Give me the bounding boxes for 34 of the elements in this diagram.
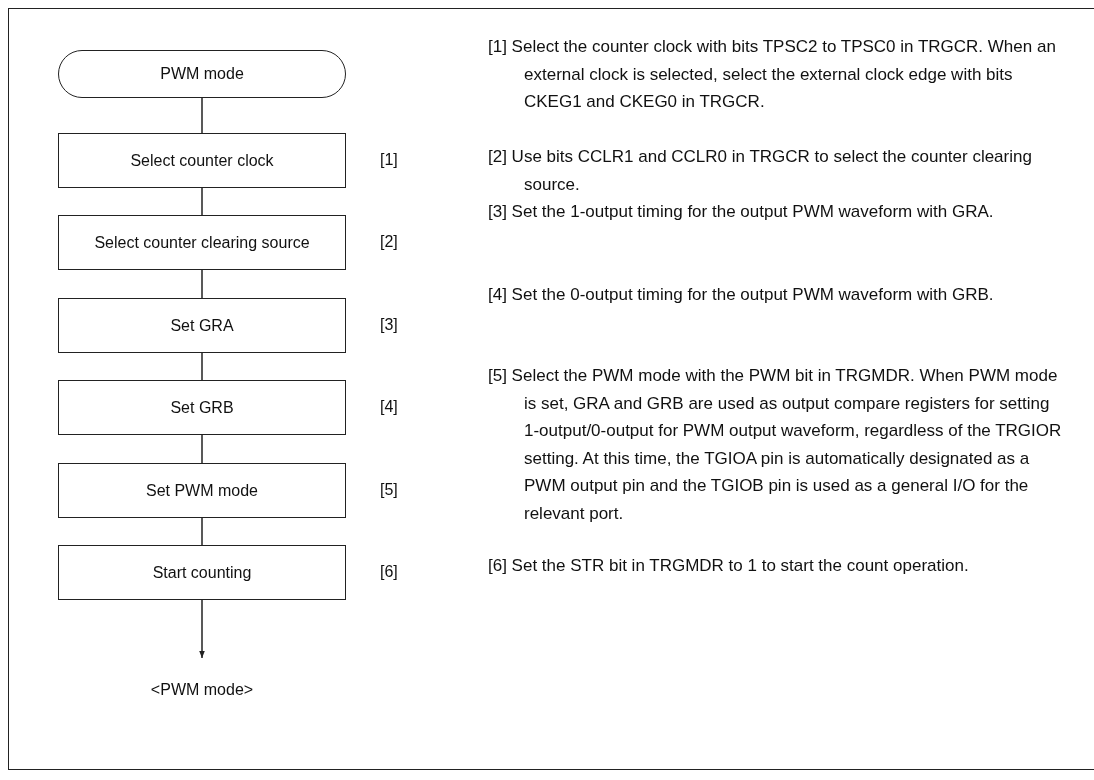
step-label: PWM mode	[160, 65, 244, 83]
step-description: [3] Set the 1-output timing for the output PWM waveform with GRA.	[488, 201, 995, 223]
connector-line	[201, 187, 203, 216]
step-description: [4] Set the 0-output timing for the output PWM waveform with GRB.	[488, 284, 995, 306]
step-number: [6]	[380, 562, 398, 581]
step-number: [3]	[380, 315, 398, 334]
process-box	[58, 215, 346, 270]
connector-line	[201, 434, 203, 464]
end-label: <PWM mode>	[150, 681, 254, 699]
step-description: [1] Select the counter clock with bits TPSC2 to TPSC0 in TRGCR. When an external clock is selected, select the external clock edge with bits CKEG1 and CKEG0 in TRGCR.	[488, 36, 1057, 113]
step-label: Select counter clearing source	[94, 233, 310, 252]
step-description: [6] Set the STR bit in TRGMDR to 1 to start the count operation.	[488, 555, 970, 577]
step-label: Set GRA	[170, 316, 234, 335]
process-box	[58, 133, 346, 188]
process-box	[58, 545, 346, 600]
step-label: Select counter clock	[130, 151, 274, 170]
process-box	[58, 298, 346, 353]
connector-line	[201, 517, 203, 546]
connector-line	[201, 352, 203, 381]
terminal-shape	[58, 50, 346, 98]
step-number: [1]	[380, 150, 398, 169]
step-label: Set GRB	[170, 398, 234, 417]
step-description: [2] Use bits CCLR1 and CCLR0 in TRGCR to select the counter clearing source.	[488, 146, 1033, 196]
arrow	[199, 599, 205, 659]
connector-line	[201, 269, 203, 299]
step-label: Set PWM mode	[146, 481, 258, 500]
step-number: [2]	[380, 232, 398, 251]
step-number: [5]	[380, 480, 398, 499]
step-description: [5] Select the PWM mode with the PWM bit in TRGMDR. When PWM mode is set, GRA and GRB are used as output compare registers for setting 1-output/0-output for PWM output waveform, regardless of the TRGIOR setting. At this time, the TGIOA pin is automatically designated as a PWM output pin and the TGIOB pin is used as a general I/O for the relevant port.	[488, 365, 1063, 525]
step-number: [4]	[380, 397, 398, 416]
process-box	[58, 463, 346, 518]
step-label: Start counting	[152, 563, 252, 582]
process-box	[58, 380, 346, 435]
connector-line	[201, 97, 203, 134]
